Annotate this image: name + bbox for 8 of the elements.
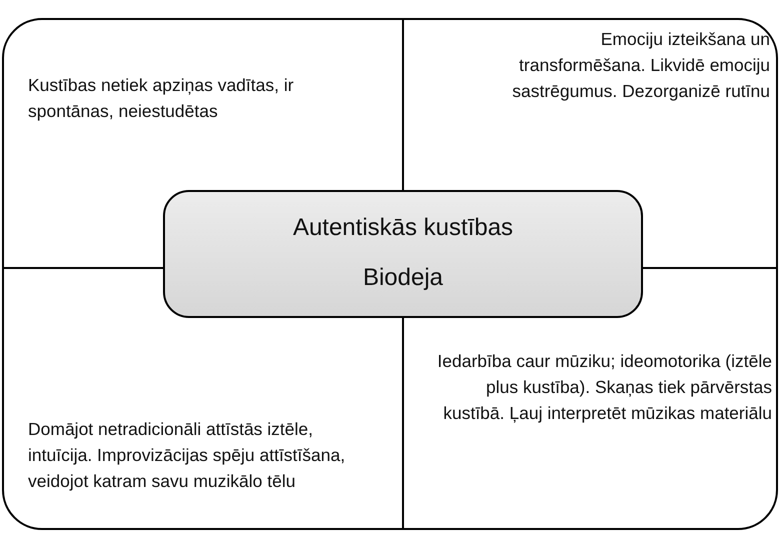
quadrant-text: Kustības netiek apziņas vadītas, ir spontānas, neiestudētas: [28, 72, 313, 124]
heading-text: Autentiskās kustības: [292, 214, 514, 242]
rounded-box: [163, 190, 643, 318]
quadrant-text: Iedarbība caur mūziku; ideomotorika (iztēle plus kustība). Skaņas tiek pārvērstas kustībā. Ļauj interpretēt mūzikas materiālu: [428, 348, 772, 426]
frame-box: [2, 18, 778, 530]
subheading-text: Biodeja: [362, 264, 444, 292]
quadrant-text: Emociju izteikšana un transformēšana. Likvidē emociju sastrēgumus. Dezorganizē rutīnu: [498, 26, 770, 104]
quadrant-text: Domājot netradicionāli attīstās iztēle, intuīcija. Improvizācijas spēju attīstīšana, veidojot katram savu muzikālo tēlu: [28, 416, 368, 494]
